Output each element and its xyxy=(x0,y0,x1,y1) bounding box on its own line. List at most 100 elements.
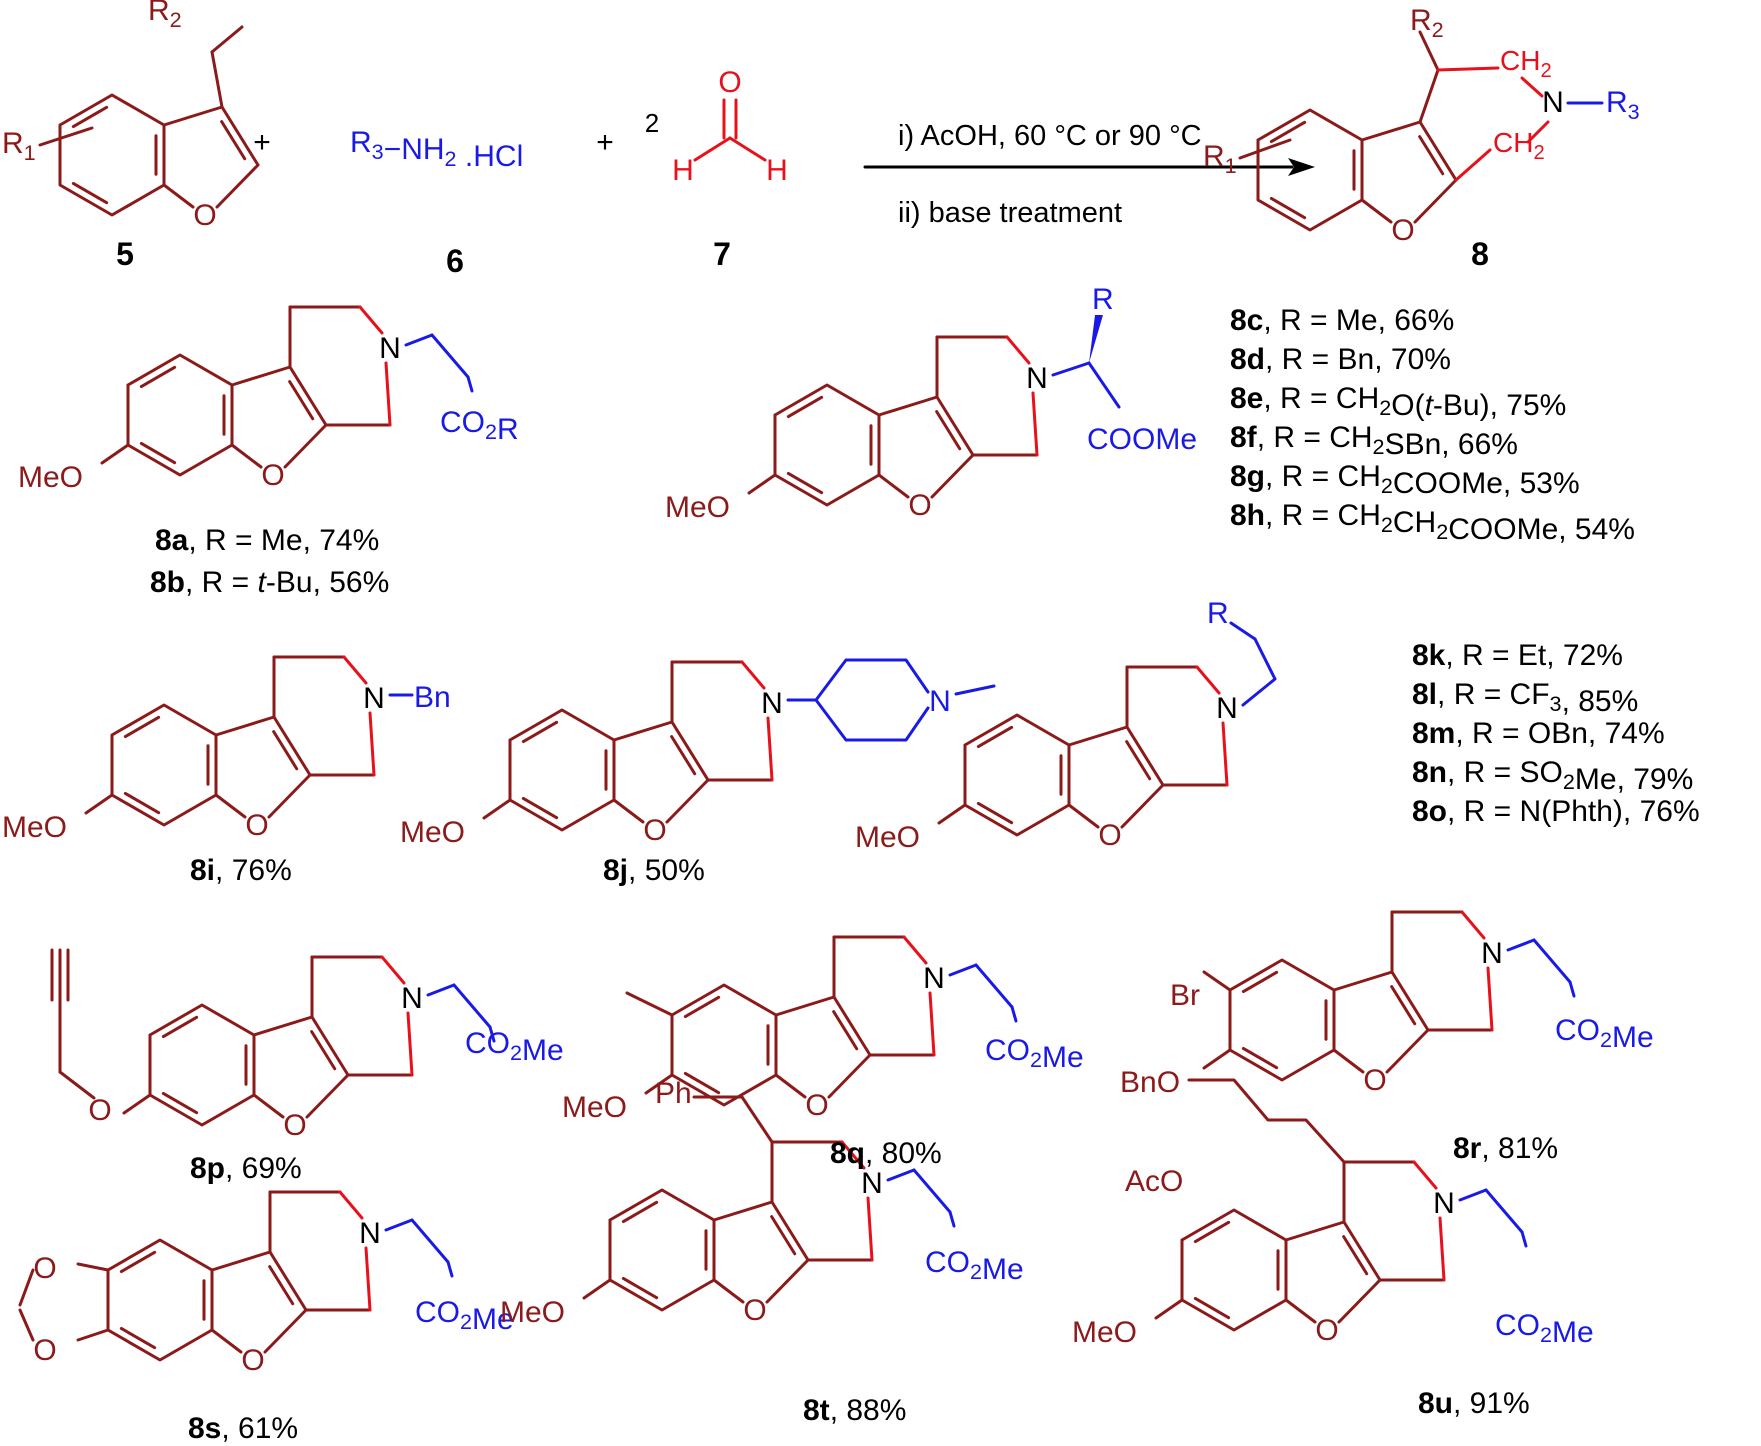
benzene-ring xyxy=(58,93,166,217)
double-bond xyxy=(521,796,559,820)
arrow-head xyxy=(1288,158,1315,176)
co-bond xyxy=(1010,1005,1018,1023)
o-substituent-bond xyxy=(100,443,130,465)
furan-bond xyxy=(1342,1220,1382,1282)
compound-5-label: 5 xyxy=(116,236,134,272)
new-bond xyxy=(740,660,766,690)
ester-group: CO2Me xyxy=(925,1246,1024,1286)
compound-8p xyxy=(50,948,496,1127)
furan-bond xyxy=(268,1250,308,1312)
double-bond xyxy=(1193,1220,1231,1244)
ring-bond xyxy=(1418,68,1440,124)
dioxole-bond xyxy=(76,1328,110,1342)
n-ch2-bond xyxy=(426,983,456,997)
product-8a-label: 8a, R = Me, 74% xyxy=(155,524,379,557)
ch2-r2-bond xyxy=(210,25,244,54)
nitrogen-atom: N xyxy=(1216,692,1238,725)
dioxole-oxygen-bottom: O xyxy=(33,1334,56,1367)
new-bond xyxy=(1526,120,1550,144)
furan-bond xyxy=(877,395,939,417)
product-8m-label: 8m, R = OBn, 74% xyxy=(1412,717,1665,750)
condition-1: i) AcOH, 60 °C or 90 °C xyxy=(898,120,1202,152)
new-bond xyxy=(384,361,392,427)
furan-bond xyxy=(252,1093,285,1119)
new-bond xyxy=(368,711,376,777)
furan-bond xyxy=(1332,970,1394,992)
oxygen-atom: O xyxy=(1391,214,1414,247)
furan-bond xyxy=(774,995,836,1017)
reaction-arrow xyxy=(863,158,1315,176)
ch-bond xyxy=(693,136,732,162)
nitrogen-atom: N xyxy=(761,687,783,720)
furan-bond xyxy=(1120,783,1165,829)
o-ch2-bond xyxy=(58,1070,96,1100)
new-bond xyxy=(1520,76,1544,98)
ca-co-bond xyxy=(1087,361,1121,409)
product-8g-label: 8g, R = CH2COOMe, 53% xyxy=(1230,460,1580,500)
ch2-ch2-bond xyxy=(1253,637,1277,681)
oxygen-atom: O xyxy=(241,1344,264,1377)
benzene-ring xyxy=(110,703,218,827)
ch-bond xyxy=(728,136,767,162)
new-bond xyxy=(1486,966,1494,1032)
furan-bond xyxy=(1332,1048,1365,1074)
double-bond xyxy=(119,1326,157,1350)
r1-product-label: R1 xyxy=(1203,140,1237,178)
furan-bond xyxy=(215,163,260,209)
new-bond xyxy=(1460,910,1486,940)
double-bond xyxy=(1125,740,1152,781)
benzene-ring xyxy=(106,1238,214,1362)
product-8i-label: 8i, 76% xyxy=(190,854,292,887)
double-bond xyxy=(621,1276,659,1300)
benzyl-label: Bn xyxy=(414,681,451,714)
double-bond xyxy=(119,1250,157,1274)
double-bond xyxy=(71,105,109,129)
o-substituent-bond xyxy=(644,1073,674,1095)
methoxy-label: MeO xyxy=(1072,1316,1137,1349)
product-8b-label: 8b, R = t-Bu, 56% xyxy=(150,566,389,599)
new-bond xyxy=(1412,1160,1438,1190)
r1-bond xyxy=(38,126,94,147)
n-product: N xyxy=(1542,86,1564,119)
new-bond xyxy=(338,1190,364,1220)
benzene-ring xyxy=(148,1003,256,1127)
double-bond xyxy=(1193,1296,1231,1320)
double-bond xyxy=(683,1071,721,1095)
methoxy-label: MeO xyxy=(562,1091,627,1124)
o-bond xyxy=(122,1093,152,1115)
phenyl-label: Ph xyxy=(655,1077,692,1110)
double-bond xyxy=(272,730,299,771)
equivalents-label: 2 xyxy=(645,108,659,138)
double-bond xyxy=(288,380,315,421)
dioxole-ch2-bond xyxy=(18,1308,35,1342)
dioxole-ch2-bond xyxy=(18,1268,35,1307)
co-bond xyxy=(948,1210,956,1228)
compound-6-label: 6 xyxy=(446,243,464,279)
furan-bond xyxy=(612,798,645,824)
double-bond xyxy=(832,1010,859,1051)
n-ca-bond xyxy=(1051,361,1091,377)
acetoxypropyl-chain xyxy=(1187,1078,1346,1164)
o-substituent-bond xyxy=(747,473,777,495)
furan-bond xyxy=(877,473,910,499)
r-label: R xyxy=(1092,283,1114,316)
compound-8i xyxy=(84,655,414,827)
oxygen-atom: O xyxy=(245,809,268,842)
new-bond xyxy=(1031,391,1039,457)
benzene-ring xyxy=(773,383,881,507)
furan-bond xyxy=(1413,178,1458,224)
oxygen-atom: O xyxy=(1098,819,1121,852)
double-bond xyxy=(310,1030,337,1071)
double-bond xyxy=(935,410,962,451)
methoxy-label: MeO xyxy=(400,816,465,849)
furan-bond xyxy=(1360,120,1422,142)
n-ch2-bond xyxy=(1506,938,1536,952)
double-bond xyxy=(139,441,177,465)
oxygen-atom: O xyxy=(805,1089,828,1122)
furan-bond xyxy=(230,443,263,469)
hydrogen-right: H xyxy=(766,154,788,187)
nitrogen-atom: N xyxy=(923,962,945,995)
new-bond xyxy=(358,305,384,335)
oxygen-atom: O xyxy=(908,489,931,522)
product-8n-label: 8n, R = SO2Me, 79% xyxy=(1412,756,1693,796)
